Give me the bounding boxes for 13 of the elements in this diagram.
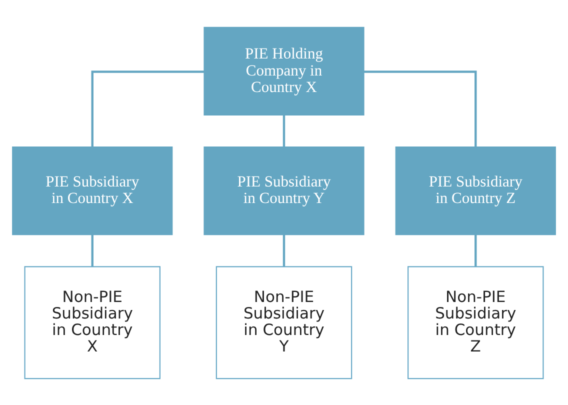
node-box: Non-PIE Subsidiary in Country Y xyxy=(216,266,352,379)
connector xyxy=(91,70,204,146)
connector xyxy=(364,70,477,146)
node-box: PIE Subsidiary in Country X xyxy=(12,146,173,235)
connector xyxy=(91,234,94,266)
node-box: PIE Subsidiary in Country Z xyxy=(395,146,556,235)
connector xyxy=(474,234,477,266)
node-box: Non-PIE Subsidiary in Country Z xyxy=(408,266,544,379)
node-box: PIE Subsidiary in Country Y xyxy=(204,146,364,235)
node-box: Non-PIE Subsidiary in Country X xyxy=(24,266,160,379)
connector xyxy=(282,114,286,146)
node-box: PIE Holding Company in Country X xyxy=(204,26,364,115)
connector xyxy=(282,234,286,266)
